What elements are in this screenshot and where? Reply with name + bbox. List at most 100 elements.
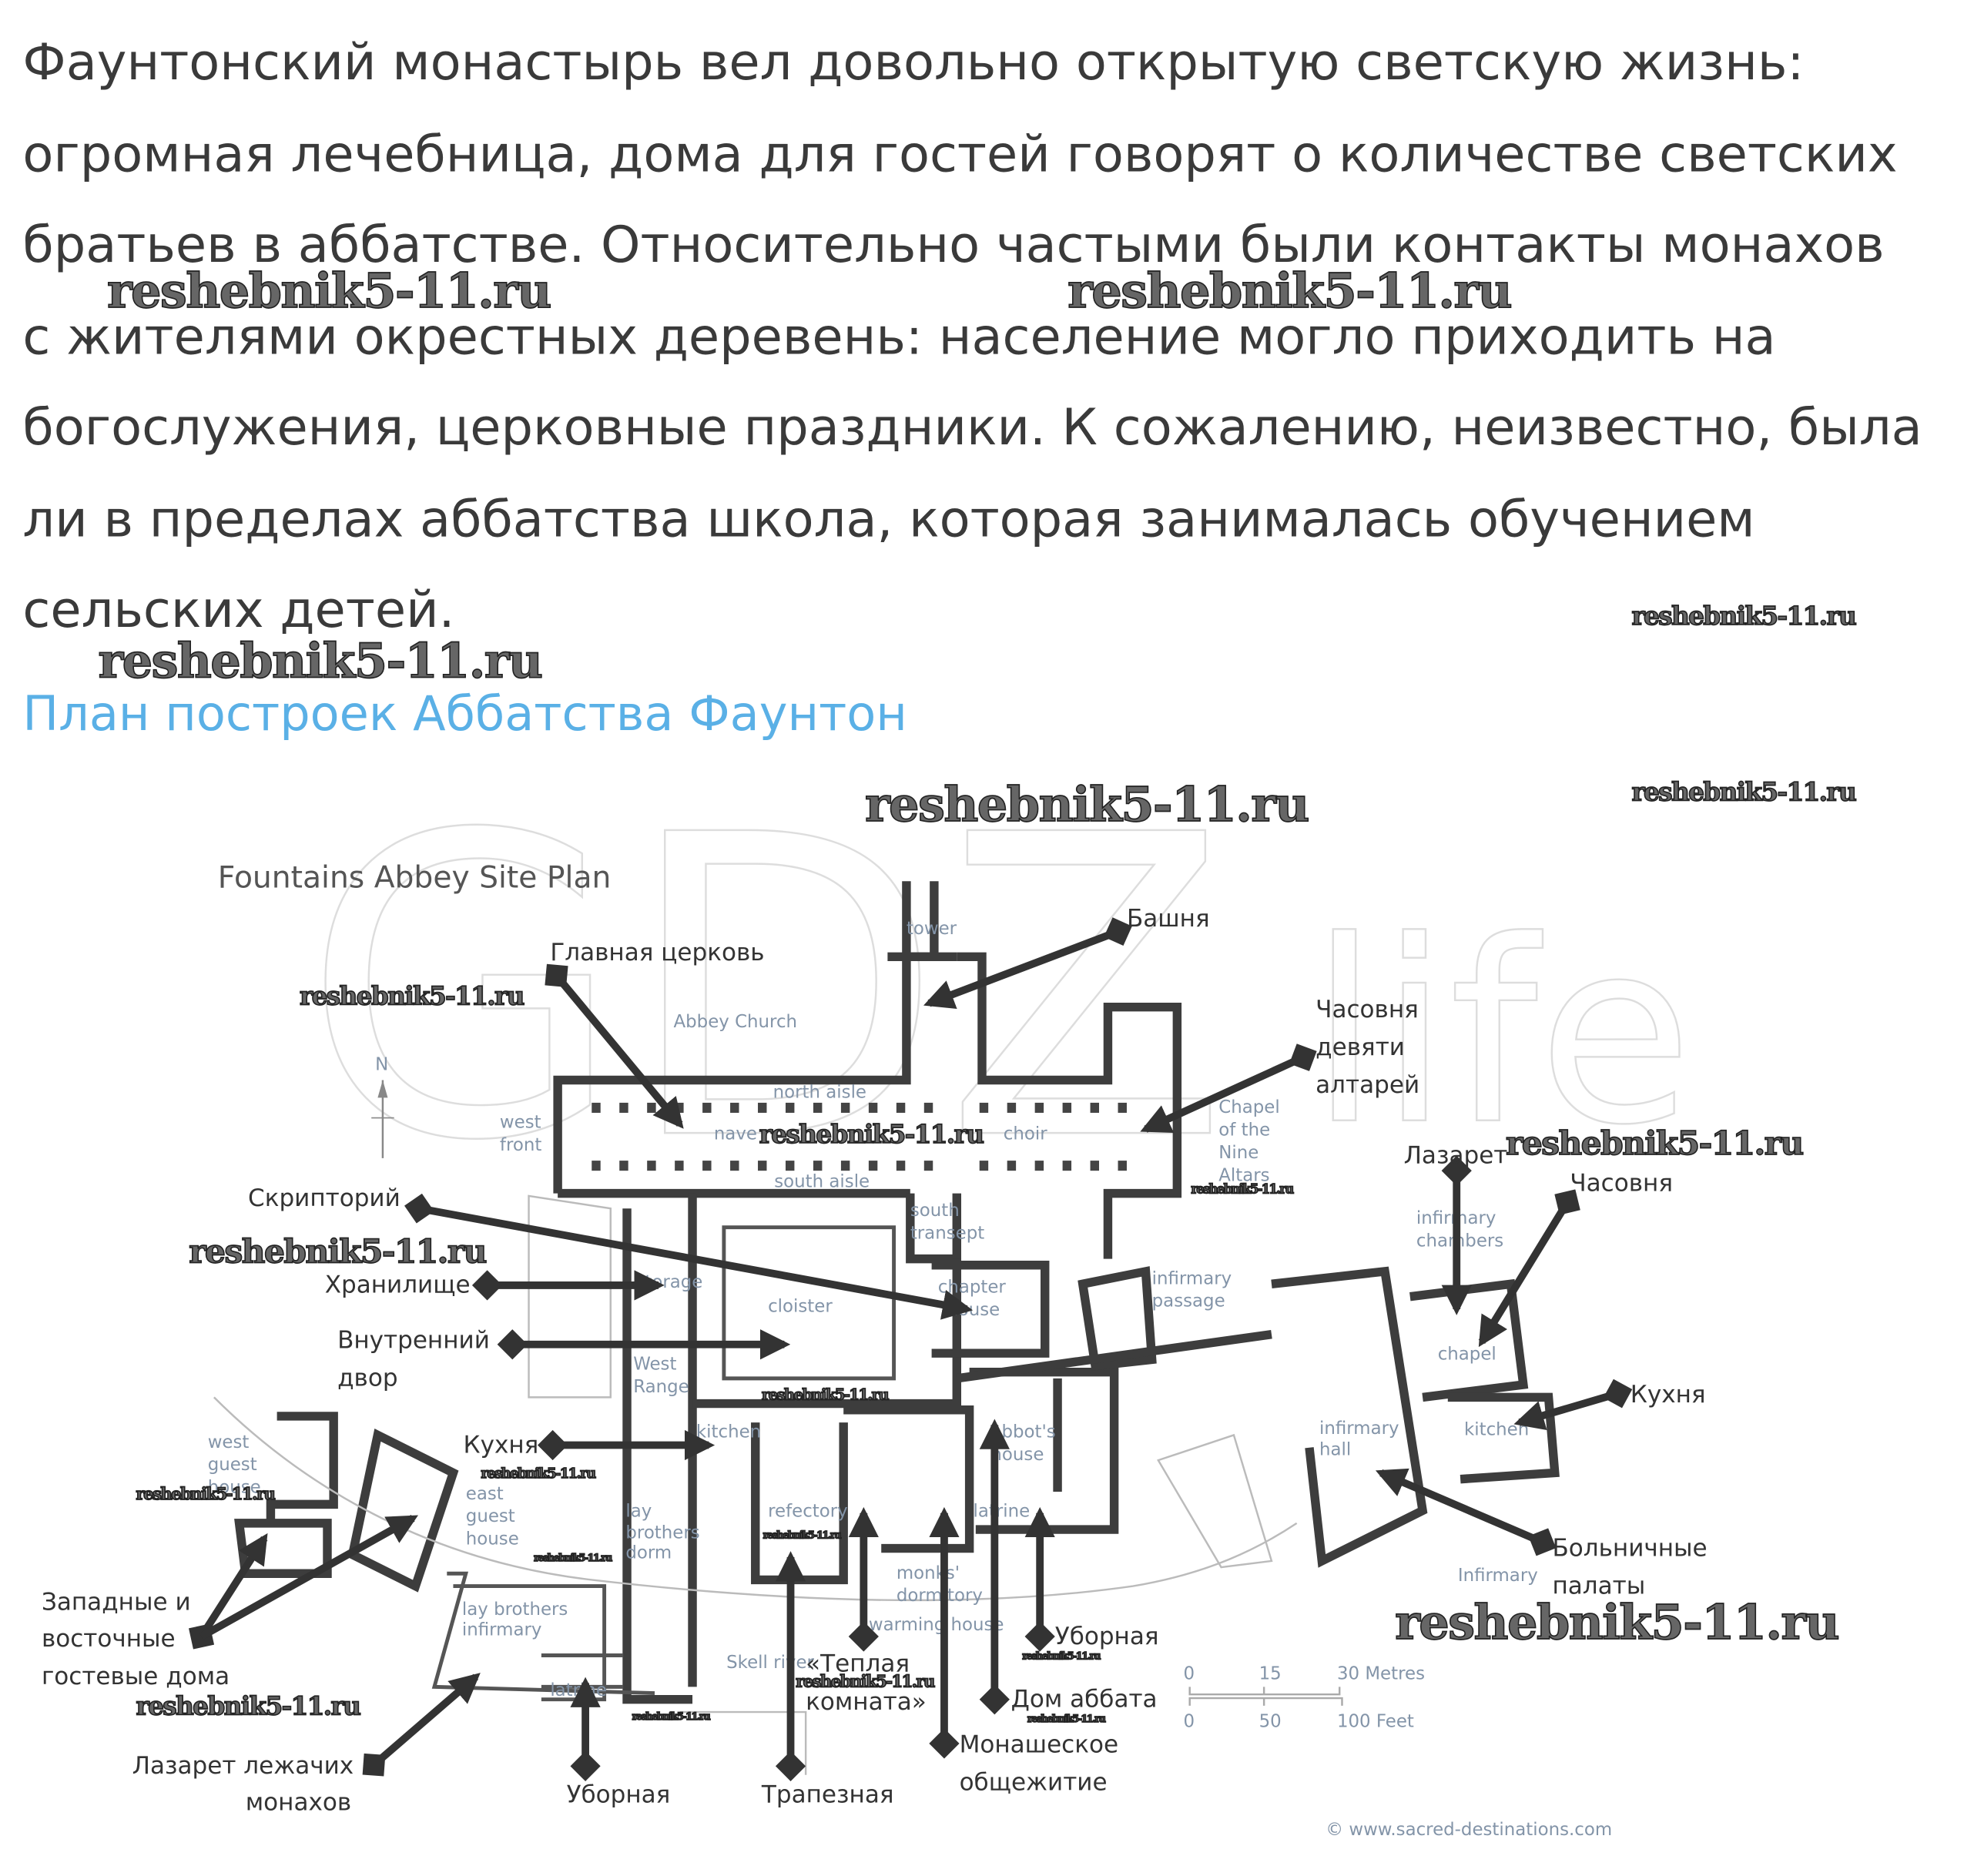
pier <box>1090 1102 1100 1113</box>
svg-text:15: 15 <box>1259 1664 1282 1684</box>
pier <box>785 1161 795 1171</box>
svg-text:Часовня: Часовня <box>1570 1169 1673 1197</box>
svg-text:reshebnik5-11.ru: reshebnik5-11.ru <box>865 776 1309 832</box>
pier <box>923 1161 933 1171</box>
svg-text:Больничные: Больничные <box>1552 1534 1707 1562</box>
pier <box>1062 1161 1072 1171</box>
svg-text:hall: hall <box>1319 1440 1351 1460</box>
svg-text:восточные: восточные <box>42 1625 176 1653</box>
svg-text:passage: passage <box>1152 1291 1225 1312</box>
svg-text:Главная церковь: Главная церковь <box>550 939 764 966</box>
svg-text:of the: of the <box>1218 1120 1270 1140</box>
svg-text:dormitory: dormitory <box>897 1586 983 1606</box>
pier <box>813 1161 823 1171</box>
svg-text:reshebnik5-11.ru: reshebnik5-11.ru <box>1395 1594 1838 1650</box>
svg-text:Altars: Altars <box>1218 1165 1269 1185</box>
svg-text:brothers: brothers <box>625 1523 699 1543</box>
pier <box>896 1161 906 1171</box>
svg-text:reshebnik5-11.ru: reshebnik5-11.ru <box>763 1529 843 1541</box>
svg-text:reshebnik5-11.ru: reshebnik5-11.ru <box>136 1485 276 1504</box>
arrow-sick-monks <box>362 1673 481 1777</box>
arrow-kitchen-right <box>1513 1379 1633 1431</box>
svg-text:0: 0 <box>1184 1712 1195 1732</box>
pier <box>1118 1102 1127 1113</box>
svg-text:reshebnik5-11.ru: reshebnik5-11.ru <box>136 1690 361 1720</box>
pier <box>1118 1161 1127 1171</box>
svg-text:Кухня: Кухня <box>464 1431 539 1459</box>
svg-text:life: life <box>1309 888 1693 1181</box>
svg-text:guest: guest <box>466 1506 515 1526</box>
pier <box>785 1102 795 1113</box>
pier <box>758 1161 767 1171</box>
svg-text:infirmary: infirmary <box>1319 1419 1399 1439</box>
svg-text:Скрипторий: Скрипторий <box>248 1184 401 1212</box>
scale-bar: 0 15 30 Metres 0 50 100 Feet <box>1184 1664 1425 1732</box>
paragraph-line: ли в пределах аббатства школа, которая з… <box>22 490 1755 548</box>
pier <box>619 1102 628 1113</box>
north-arrow-icon: N <box>371 1054 394 1158</box>
pier <box>1007 1161 1017 1171</box>
svg-text:warming house: warming house <box>869 1615 1004 1635</box>
svg-text:50: 50 <box>1259 1712 1282 1732</box>
pier <box>813 1102 823 1113</box>
svg-text:West: West <box>633 1354 676 1374</box>
svg-text:двор: двор <box>337 1365 397 1392</box>
svg-text:алтарей: алтарей <box>1315 1071 1419 1099</box>
pier <box>592 1102 601 1113</box>
svg-text:reshebnik5-11.ru: reshebnik5-11.ru <box>107 263 551 319</box>
svg-text:Башня: Башня <box>1127 905 1210 933</box>
svg-text:reshebnik5-11.ru: reshebnik5-11.ru <box>632 1711 712 1723</box>
nave-piers <box>592 1102 1127 1171</box>
pier <box>1034 1102 1044 1113</box>
svg-text:reshebnik5-11.ru: reshebnik5-11.ru <box>481 1466 596 1482</box>
pier <box>592 1161 601 1171</box>
svg-text:Chapel: Chapel <box>1218 1097 1279 1117</box>
body-paragraph: Фаунтонский монастырь вел довольно откры… <box>22 18 1961 657</box>
svg-text:reshebnik5-11.ru: reshebnik5-11.ru <box>1027 1714 1107 1725</box>
paragraph-line: братьев в аббатстве. Относительно частым… <box>22 216 1885 275</box>
svg-text:«Теплая: «Теплая <box>806 1650 910 1678</box>
svg-text:nave: nave <box>714 1124 757 1144</box>
paragraph-line: с жителями окрестных деревень: население… <box>22 307 1776 366</box>
paragraph-line: огромная лечебница, дома для гостей гово… <box>22 125 1898 183</box>
svg-text:Лазарет: Лазарет <box>1404 1141 1508 1169</box>
paragraph-line: богослужения, церковные праздники. К сож… <box>22 399 1922 457</box>
svg-text:Западные и: Западные и <box>42 1589 191 1616</box>
pier <box>675 1102 684 1113</box>
svg-text:Abbey Church: Abbey Church <box>674 1012 798 1032</box>
svg-text:house: house <box>990 1445 1044 1465</box>
svg-text:Infirmary: Infirmary <box>1458 1566 1538 1586</box>
svg-text:infirmary: infirmary <box>1152 1268 1232 1288</box>
svg-text:chapel: chapel <box>1438 1344 1496 1364</box>
arrow-main-church <box>545 963 684 1129</box>
svg-text:transept: transept <box>910 1223 984 1243</box>
svg-text:reshebnik5-11.ru: reshebnik5-11.ru <box>759 1119 984 1149</box>
pier <box>1034 1161 1044 1171</box>
arrow-guest-east <box>199 1515 418 1640</box>
svg-text:Skell river: Skell river <box>726 1653 814 1673</box>
svg-text:reshebnik5-11.ru: reshebnik5-11.ru <box>1631 601 1856 631</box>
svg-text:abbot's: abbot's <box>990 1422 1055 1442</box>
svg-text:latrine: latrine <box>550 1680 607 1700</box>
svg-text:kitchen: kitchen <box>696 1422 761 1442</box>
pier <box>840 1102 850 1113</box>
svg-text:latrine: latrine <box>974 1502 1031 1522</box>
svg-text:Дом аббата: Дом аббата <box>1011 1686 1158 1714</box>
site-watermarks: reshebnik5-11.ru reshebnik5-11.ru resheb… <box>98 262 1858 1726</box>
svg-text:dorm: dorm <box>625 1543 672 1563</box>
pier <box>1090 1161 1100 1171</box>
pier <box>730 1161 739 1171</box>
paragraph-line: сельских детей. <box>22 581 455 640</box>
svg-text:east: east <box>466 1484 504 1504</box>
arrow-hospital <box>1375 1468 1557 1556</box>
svg-text:reshebnik5-11.ru: reshebnik5-11.ru <box>534 1553 613 1564</box>
svg-text:north aisle: north aisle <box>773 1082 866 1102</box>
pier <box>647 1161 656 1171</box>
svg-text:choir: choir <box>1004 1124 1047 1144</box>
svg-text:Часовня: Часовня <box>1315 996 1419 1023</box>
pier <box>979 1102 989 1113</box>
svg-text:девяти: девяти <box>1315 1033 1405 1061</box>
svg-text:0: 0 <box>1184 1664 1195 1684</box>
